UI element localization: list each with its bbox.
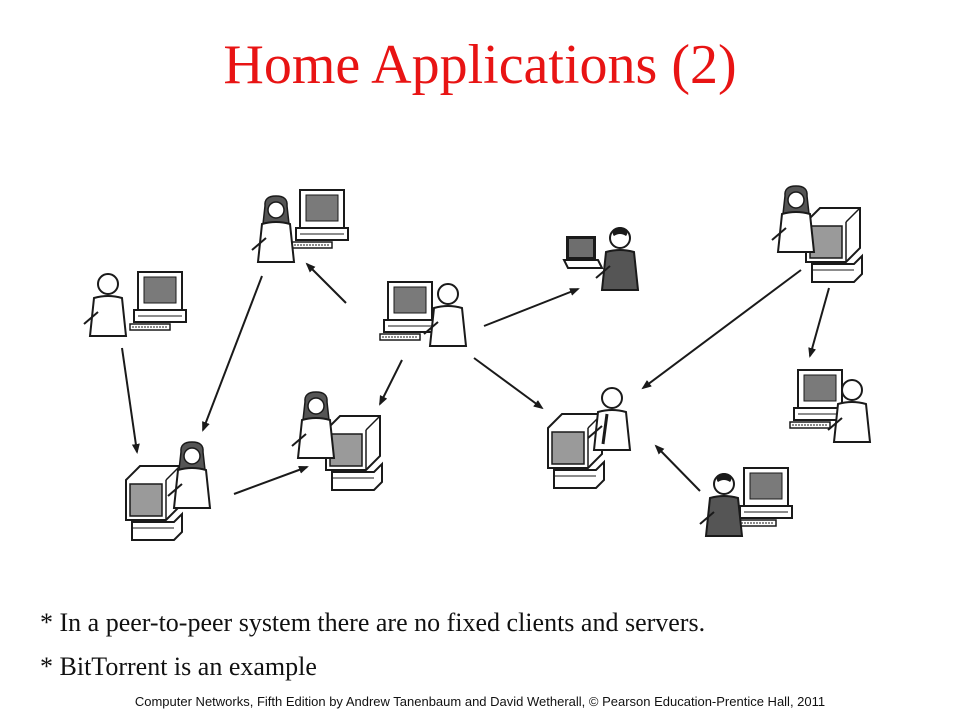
- arrows: [121, 262, 830, 495]
- arrow-bottom-right-to-center-bottom: [654, 444, 701, 492]
- arrow-top-woman-to-bottom-left: [202, 275, 263, 432]
- arrow-center-to-center-bottom: [473, 357, 544, 410]
- peer-bottom-right-man: [699, 467, 793, 537]
- footer-citation: Computer Networks, Fifth Edition by Andr…: [134, 694, 826, 709]
- peer-center-bottom-man: [547, 387, 631, 489]
- arrow-center-to-mid-woman: [379, 359, 403, 406]
- slide-title: Home Applications (2): [223, 34, 737, 96]
- peer-right-man: [789, 369, 871, 443]
- peer-center-man: [379, 281, 467, 347]
- peer-laptop-man: [563, 226, 639, 291]
- bullet-bittorrent: * BitTorrent is an example: [40, 652, 317, 681]
- peer-top-woman: [251, 189, 349, 263]
- bullet-peer-to-peer: * In a peer-to-peer system there are no …: [40, 608, 706, 637]
- arrow-center-to-laptop: [483, 288, 580, 327]
- arrow-top-right-to-right-man: [808, 287, 830, 358]
- arrow-top-left-to-bottom-left: [121, 347, 140, 454]
- arrow-bottom-left-to-mid-woman: [233, 466, 309, 495]
- peer-bottom-left-woman: [125, 441, 211, 541]
- peer-top-right-woman: [771, 185, 863, 283]
- arrow-center-to-top-woman: [305, 262, 347, 304]
- peer-mid-woman: [291, 391, 383, 491]
- arrow-top-right-to-center-bottom: [641, 269, 802, 390]
- peer-top-left-man: [83, 271, 187, 337]
